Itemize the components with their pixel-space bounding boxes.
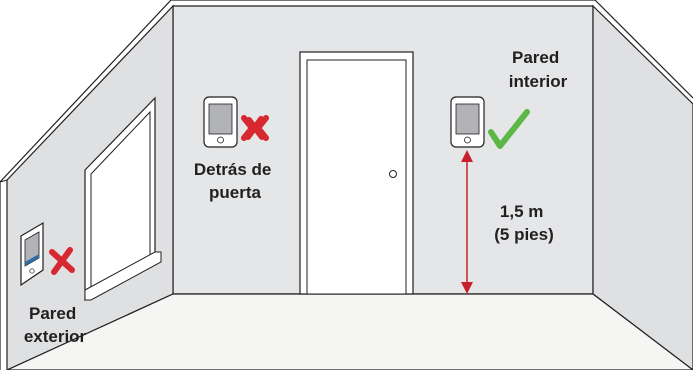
thermostat-screen [208, 103, 233, 135]
thermostat-exterior-wall [20, 221, 75, 287]
floor [6, 293, 693, 370]
room-outline [0, 0, 693, 183]
door-panel [306, 59, 407, 295]
window-sill [84, 251, 162, 301]
left-corner [0, 179, 8, 183]
label-line: exterior [24, 327, 87, 346]
thermostat-button [29, 268, 35, 274]
thermostat-behind-door [203, 96, 269, 148]
label-line: (5 pies) [494, 225, 554, 244]
door [299, 51, 414, 295]
label-line: interior [509, 72, 568, 91]
cross-icon [241, 115, 269, 141]
thermostat-button [217, 136, 224, 144]
label-line: Pared [29, 304, 76, 323]
label-interior-wall: Pared interior [509, 48, 568, 91]
thermostat-button [464, 136, 471, 144]
right-wall [592, 4, 693, 370]
label-line: Detrás de [194, 160, 271, 179]
label-line: puerta [209, 183, 262, 202]
label-line: Pared [512, 48, 559, 67]
label-height: 1,5 m (5 pies) [494, 202, 554, 244]
thermostat-screen [455, 103, 480, 135]
thermostat-screen-band [25, 254, 39, 266]
door-knob [389, 170, 397, 178]
window [84, 96, 162, 302]
cross-icon [49, 247, 75, 275]
label-line: 1,5 m [500, 202, 543, 221]
check-icon [488, 109, 530, 149]
label-exterior-wall: Pared exterior [24, 304, 87, 346]
label-behind-door: Detrás de puerta [194, 160, 276, 202]
thermostat-interior-wall [450, 96, 530, 149]
